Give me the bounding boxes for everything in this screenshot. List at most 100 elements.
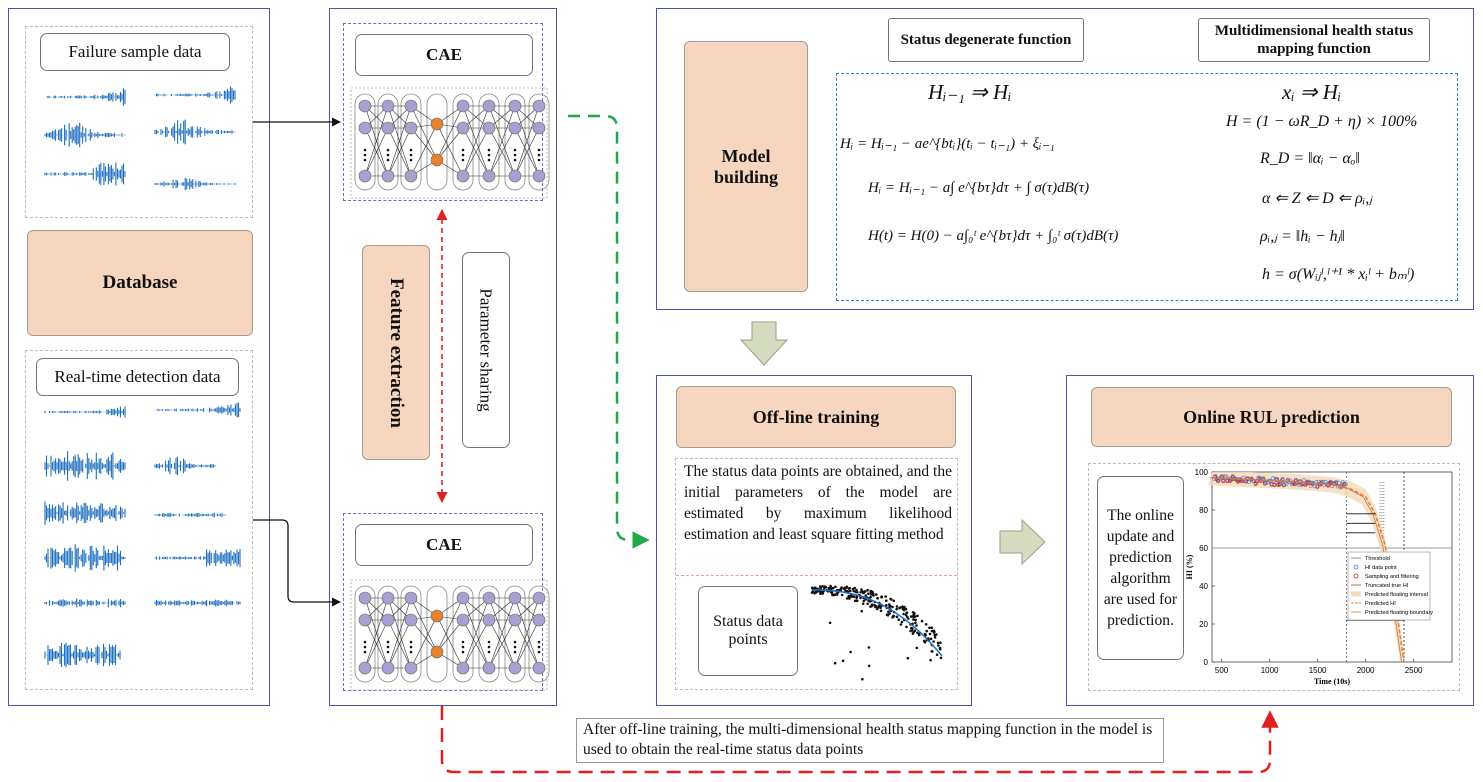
status-point: [848, 586, 851, 590]
status-point: [935, 633, 938, 636]
status-point: [885, 604, 888, 607]
status-point: [876, 596, 879, 600]
eq-right-4: ρᵢ,ⱼ = ‖hᵢ − hⱼ‖: [1260, 228, 1345, 245]
status-point: [861, 602, 865, 605]
status-point: [900, 620, 904, 624]
status-point: [924, 634, 927, 637]
ellipsis-dot: [487, 158, 491, 162]
neuron-node: [456, 591, 470, 605]
ellipsis-dot: [537, 650, 541, 654]
status-point: [913, 629, 917, 632]
ellipsis-dot: [461, 645, 465, 649]
connection: [364, 619, 389, 669]
ellipsis-dot: [363, 645, 367, 649]
neuron-node: [508, 121, 522, 135]
status-point: [924, 623, 928, 626]
status-point-outlier: [861, 677, 864, 681]
status-point: [909, 615, 913, 618]
neuron-node: [430, 153, 444, 167]
status-point: [911, 611, 915, 614]
status-point: [874, 604, 878, 608]
status-point: [861, 590, 864, 593]
connection: [488, 105, 516, 177]
legend-marker: [1351, 591, 1361, 597]
status-point: [834, 585, 837, 589]
status-point: [905, 611, 908, 615]
layer-outline: [354, 585, 376, 683]
legend-label: Truncated true HI: [1365, 583, 1409, 589]
status-point: [823, 586, 826, 590]
online-content-group: [1088, 463, 1460, 691]
status-point: [932, 640, 935, 643]
status-point: [895, 605, 899, 608]
status-point: [933, 636, 937, 639]
status-point: [845, 585, 849, 588]
status-point: [875, 593, 878, 596]
layer-outline: [478, 585, 500, 683]
ellipsis-dot: [513, 640, 517, 644]
vibration-signal: [44, 598, 126, 608]
vibration-signal: [44, 122, 126, 148]
legend-label: Predicted floating interval: [1365, 592, 1428, 598]
ellipsis-dot: [363, 640, 367, 644]
status-point: [914, 621, 917, 625]
ellipsis-dot: [409, 158, 413, 162]
ellipsis-dot: [487, 153, 491, 157]
ellipsis-dot: [513, 153, 517, 157]
connection: [436, 127, 464, 161]
layer-outline: [528, 93, 550, 191]
neuron-node: [404, 661, 418, 675]
ellipsis-dot: [409, 148, 413, 152]
x-axis-label: Time (10s): [1314, 677, 1350, 686]
status-point: [831, 593, 834, 597]
eq-right-2: R_D = ‖αᵢ − αₒ‖: [1260, 150, 1360, 167]
failure-sample-group: [25, 26, 253, 218]
neuron-node: [532, 99, 546, 113]
status-point-outlier: [915, 646, 919, 650]
status-point: [884, 595, 887, 598]
status-point: [909, 629, 912, 633]
hi-data-point: [1337, 480, 1341, 485]
sampling-point: [1277, 482, 1282, 487]
ellipsis-dot: [409, 640, 413, 644]
ellipsis-dot: [461, 640, 465, 644]
status-point: [856, 591, 859, 594]
eq-right-1: H = (1 − ωR_D + η) × 100%: [1226, 113, 1418, 130]
ellipsis-dot: [487, 148, 491, 152]
neuron-node: [532, 591, 546, 605]
status-point: [892, 614, 896, 618]
status-point: [811, 587, 815, 590]
ellipsis-dot: [461, 148, 465, 152]
status-function-title: Status degenerate function: [888, 18, 1084, 62]
legend-label: Predicted HI: [1365, 601, 1396, 607]
x-tick-label: 500: [1215, 666, 1229, 675]
status-point: [869, 595, 872, 599]
status-point: [814, 591, 818, 594]
status-point: [875, 607, 879, 611]
offline-to-online-arrow: [440, 706, 1279, 774]
neuron-node: [381, 121, 395, 135]
connection: [514, 619, 540, 669]
ellipsis-dot: [409, 153, 413, 157]
ellipsis-dot: [409, 645, 413, 649]
status-point: [852, 589, 855, 593]
status-point-outlier: [841, 659, 845, 663]
vibration-signal: [154, 119, 236, 145]
network-frame: [350, 579, 548, 691]
data-panel: [8, 8, 270, 706]
status-point: [937, 644, 940, 647]
neuron-node: [358, 99, 372, 113]
feature-extraction-box: Feature extraction: [362, 245, 430, 460]
neuron-node: [404, 613, 418, 627]
ellipsis-dot: [409, 650, 413, 654]
status-point: [848, 597, 851, 600]
vibration-signal: [154, 599, 241, 607]
network-frame: [350, 87, 548, 199]
connection: [387, 105, 412, 177]
status-point: [936, 641, 940, 645]
status-point-outlier: [860, 609, 863, 613]
status-point: [821, 585, 824, 588]
legend-label: HI data point: [1365, 565, 1397, 571]
status-point: [904, 607, 907, 611]
